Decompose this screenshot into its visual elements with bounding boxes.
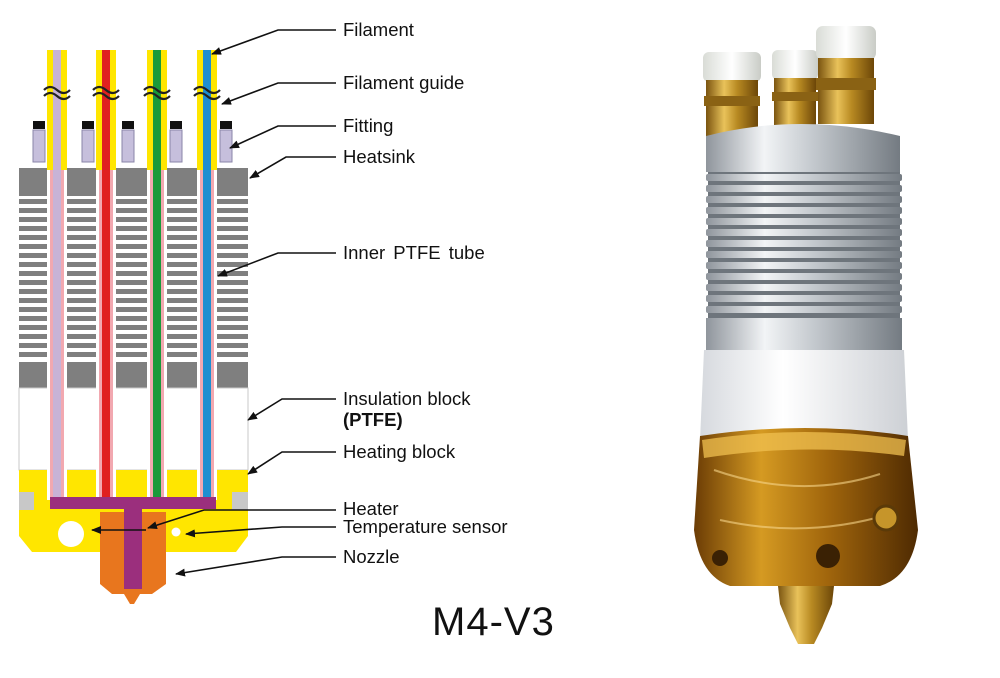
photo-heatsink-cap	[706, 124, 900, 172]
photo-fin	[706, 295, 902, 302]
photo-fin	[706, 196, 902, 203]
photo-fin	[706, 207, 902, 214]
photo-fin	[706, 284, 902, 291]
photo-fitting-left	[703, 52, 761, 136]
photo-fin	[706, 185, 902, 192]
photo-fin	[706, 240, 902, 247]
photo-heatsink-fins	[706, 172, 902, 318]
photo-fin	[706, 229, 902, 236]
photo-fin	[706, 218, 902, 225]
photo-fin	[706, 306, 902, 313]
photo-nozzle	[778, 586, 834, 644]
photo-fin	[706, 174, 902, 181]
photo-fitting-middle	[772, 50, 818, 126]
photo-fin	[706, 273, 902, 280]
photo-fin	[706, 262, 902, 269]
photo-hole-left	[712, 550, 728, 566]
photo-hole-mid	[816, 544, 840, 568]
model-title: M4-V3	[432, 600, 555, 645]
photo-fitting-right	[816, 26, 876, 124]
photo-fin	[706, 251, 902, 258]
photo-heatsink-collar	[706, 318, 902, 350]
photo-screw	[874, 506, 898, 530]
